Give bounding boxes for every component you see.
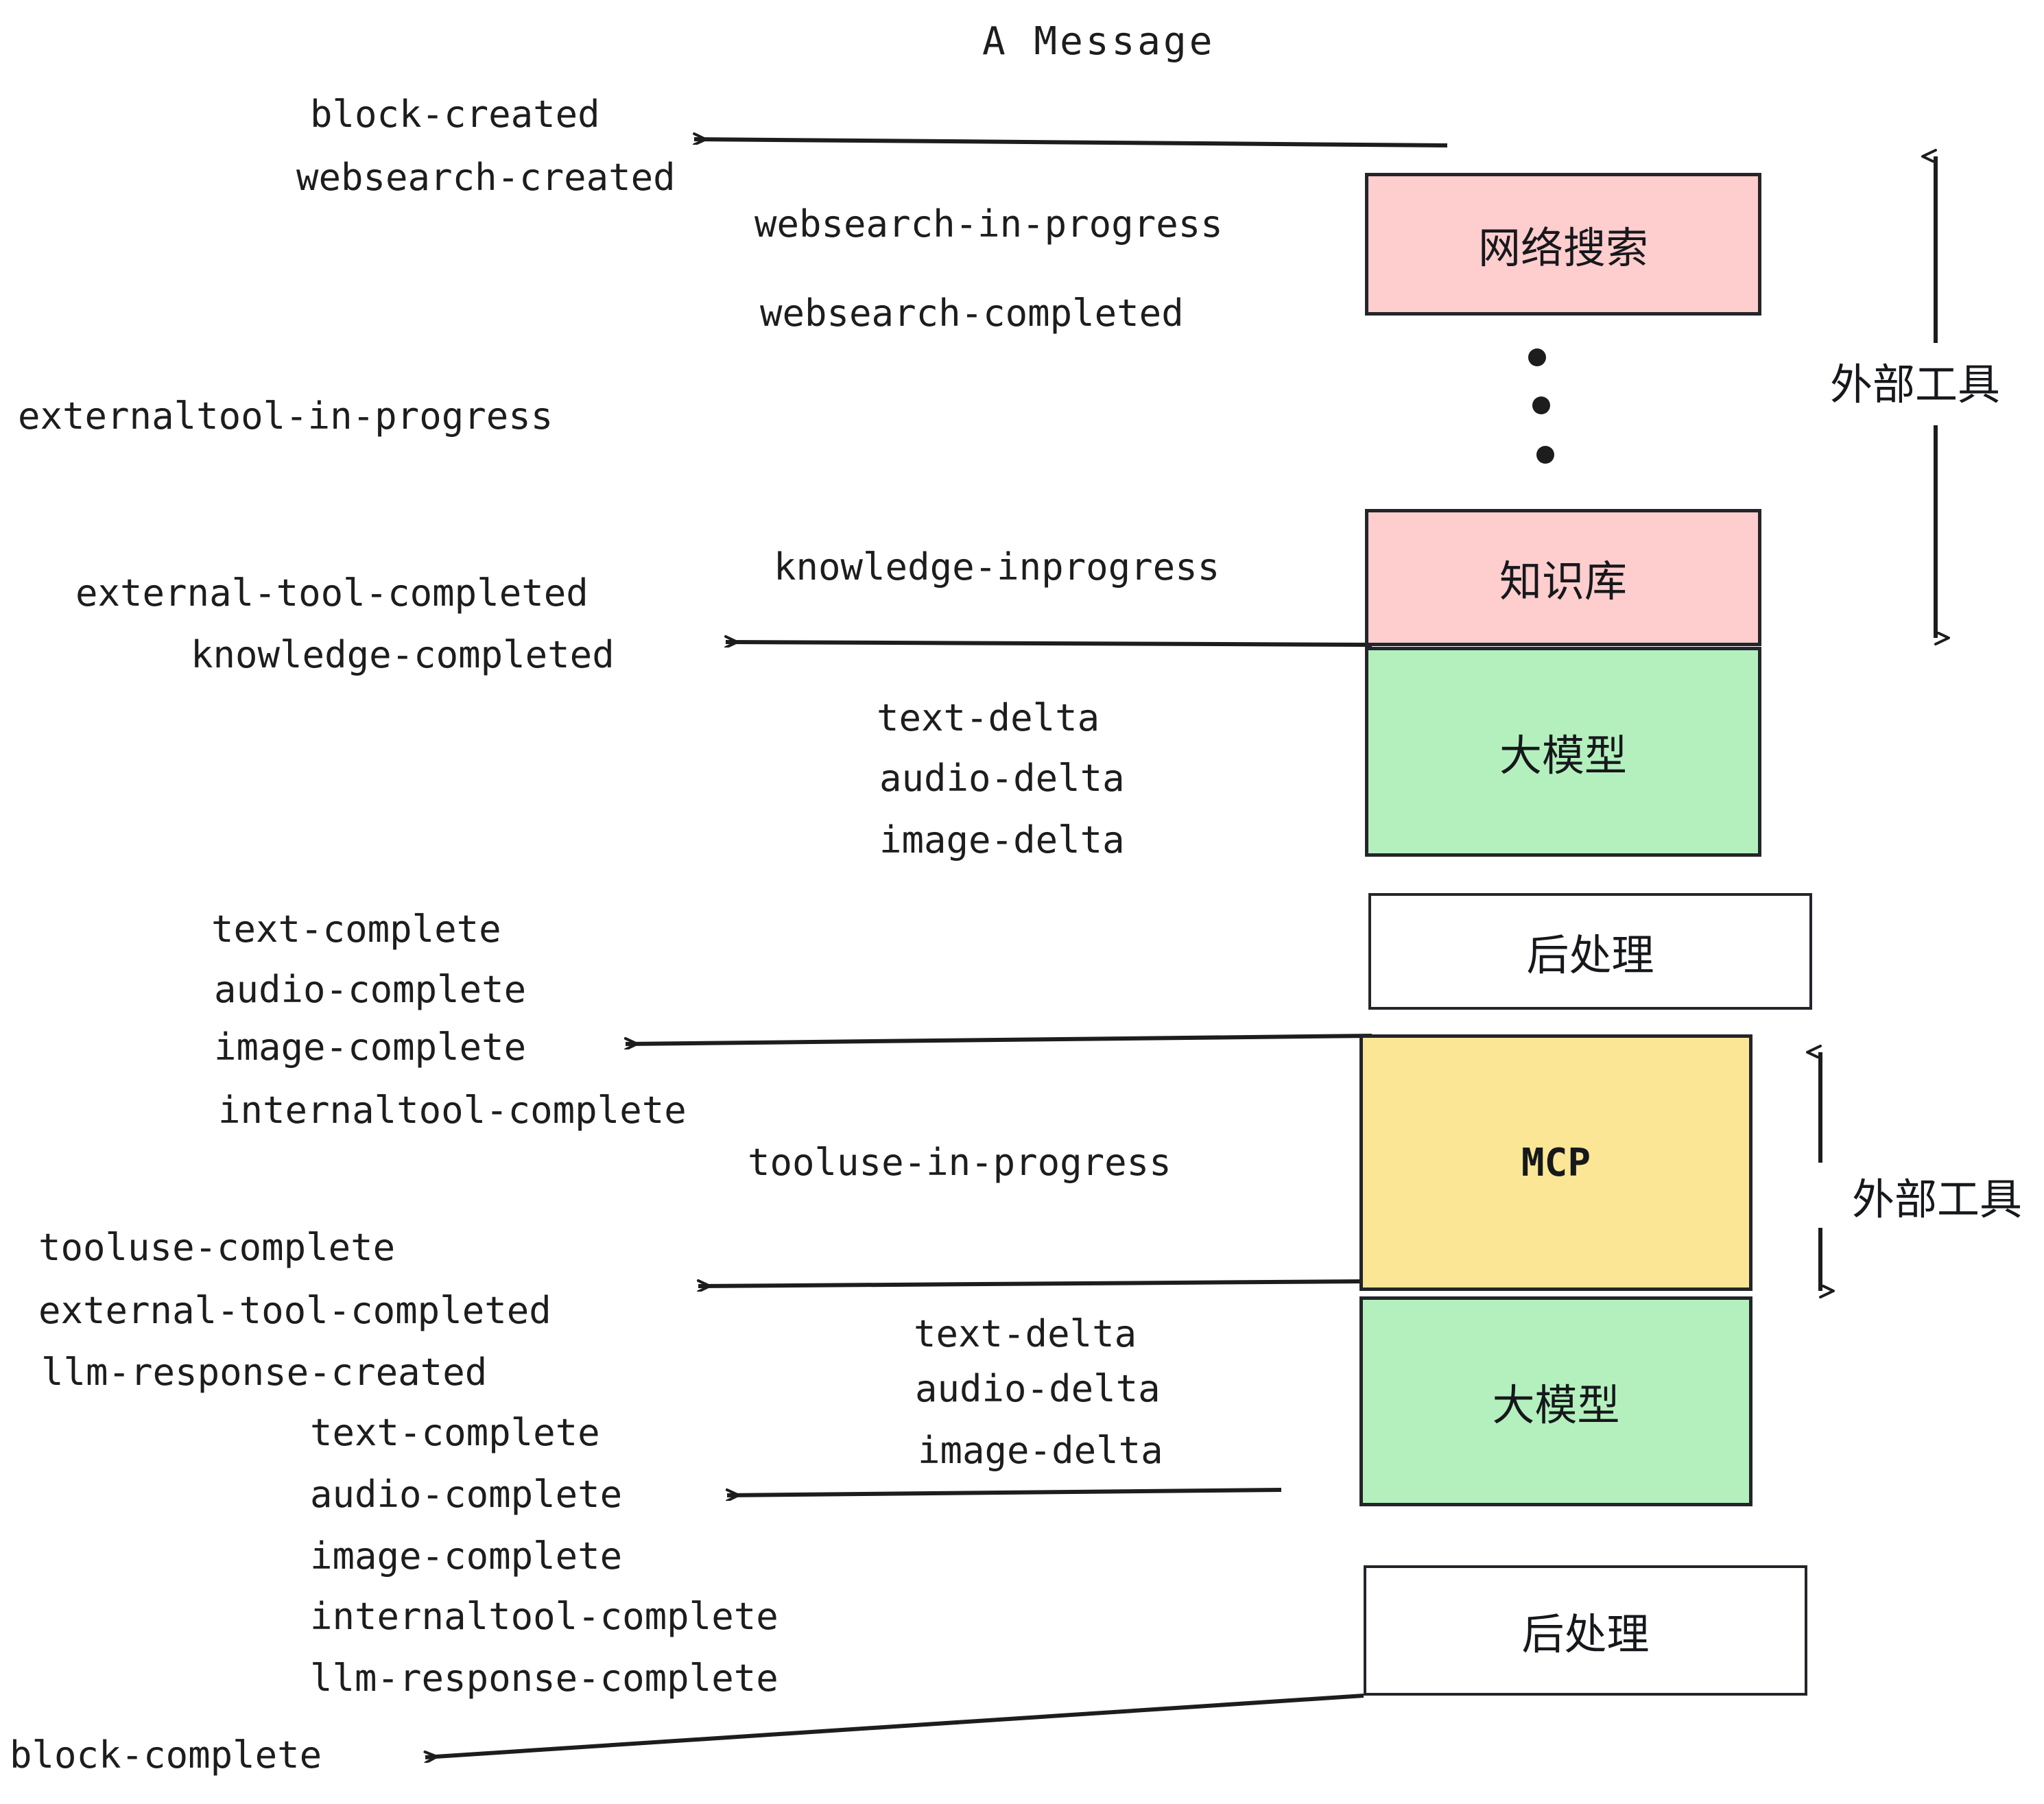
node-postprocess-1-label: 后处理 — [1526, 930, 1654, 980]
event-audio-delta-2: audio-delta — [915, 1367, 1161, 1410]
event-externaltool-in-progress: externaltool-in-progress — [18, 394, 554, 438]
event-websearch-in-progress: websearch-in-progress — [754, 202, 1223, 246]
node-llm-1[interactable]: 大模型 — [1365, 647, 1761, 857]
node-llm-2[interactable]: 大模型 — [1359, 1296, 1752, 1506]
arrow-postprocess2-to-block-complete — [425, 1694, 1364, 1757]
node-llm-2-label: 大模型 — [1492, 1380, 1620, 1430]
arrow-mcp-to-tooluse-complete — [698, 1279, 1369, 1286]
node-postprocess-1[interactable]: 后处理 — [1368, 893, 1812, 1010]
arrow-websearch-to-created — [694, 139, 1448, 147]
group-label-external-tools-top: 外部工具 — [1830, 359, 2001, 410]
ellipsis-dot-3 — [1536, 446, 1554, 464]
ellipsis-dot-1 — [1528, 348, 1546, 366]
arrow-knowledge-to-completed — [726, 642, 1372, 645]
event-tooluse-in-progress: tooluse-in-progress — [748, 1141, 1172, 1184]
event-internaltool-complete-1: internaltool-complete — [218, 1089, 687, 1132]
event-websearch-created: websearch-created — [296, 156, 676, 199]
event-audio-complete-1: audio-complete — [214, 968, 527, 1011]
event-knowledge-inprogress: knowledge-inprogress — [774, 545, 1220, 589]
node-llm-1-label: 大模型 — [1499, 731, 1627, 781]
event-image-complete-1: image-complete — [214, 1025, 527, 1069]
event-external-tool-completed-2: external-tool-completed — [38, 1289, 551, 1332]
event-knowledge-completed: knowledge-completed — [191, 633, 615, 676]
node-knowledge[interactable]: 知识库 — [1365, 509, 1761, 646]
node-postprocess-2-label: 后处理 — [1521, 1609, 1650, 1659]
event-block-complete: block-complete — [10, 1733, 322, 1777]
node-websearch[interactable]: 网络搜索 — [1365, 173, 1761, 316]
event-text-complete-2: text-complete — [310, 1411, 600, 1454]
node-websearch-label: 网络搜索 — [1477, 223, 1648, 273]
event-audio-complete-2: audio-complete — [310, 1473, 623, 1516]
event-text-delta-1: text-delta — [877, 696, 1100, 739]
arrow-llm2-to-audio-complete — [727, 1488, 1282, 1495]
event-llm-response-complete: llm-response-complete — [310, 1657, 779, 1700]
node-postprocess-2[interactable]: 后处理 — [1364, 1565, 1807, 1696]
ellipsis-dot-2 — [1532, 396, 1550, 414]
node-mcp-label: MCP — [1521, 1140, 1591, 1185]
event-llm-response-created: llm-response-created — [41, 1351, 488, 1394]
arrow-postprocess1-to-image-complete — [626, 1034, 1372, 1044]
event-image-delta-1: image-delta — [879, 818, 1125, 862]
page-title: A Message — [982, 19, 1215, 64]
node-mcp[interactable]: MCP — [1359, 1034, 1752, 1291]
event-internaltool-complete-2: internaltool-complete — [310, 1595, 779, 1638]
event-websearch-completed: websearch-completed — [760, 292, 1184, 335]
event-image-complete-2: image-complete — [310, 1534, 623, 1578]
group-label-external-tools-bottom: 外部工具 — [1852, 1174, 2023, 1224]
event-text-complete-1: text-complete — [211, 907, 501, 951]
event-external-tool-completed-1: external-tool-completed — [75, 571, 589, 615]
event-image-delta-2: image-delta — [918, 1429, 1163, 1472]
event-audio-delta-1: audio-delta — [879, 757, 1125, 800]
event-tooluse-complete: tooluse-complete — [38, 1226, 396, 1269]
event-text-delta-2: text-delta — [914, 1312, 1137, 1355]
event-block-created: block-created — [310, 93, 600, 136]
node-knowledge-label: 知识库 — [1499, 556, 1627, 606]
